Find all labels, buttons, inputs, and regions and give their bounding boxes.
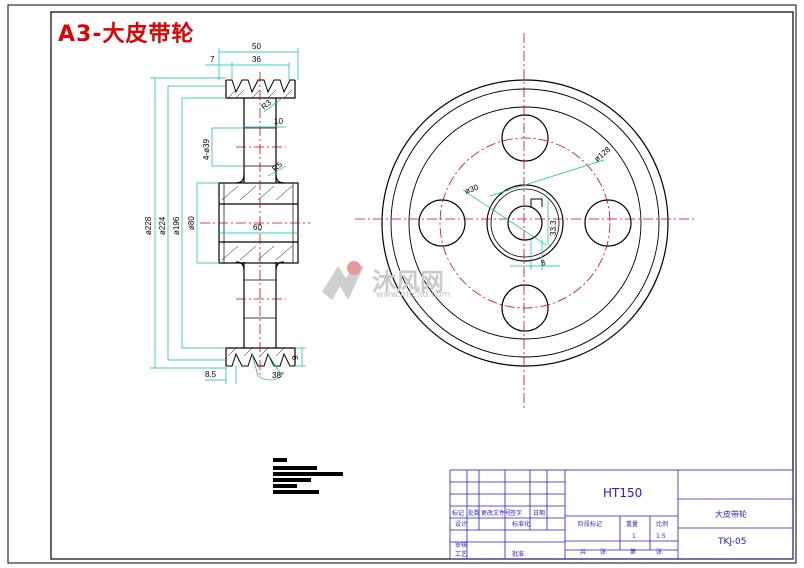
dim-angle: 38° — [272, 371, 284, 380]
section-hatching — [221, 89, 293, 357]
watermark-logo — [322, 261, 364, 300]
dim-36: 36 — [252, 55, 261, 64]
web-hole-left — [418, 199, 466, 247]
tb-process: 工艺 — [455, 551, 468, 558]
dim-dia224: ø224 — [158, 216, 167, 235]
material-label: HT150 — [603, 486, 643, 500]
dim-r5: R5 — [271, 160, 285, 174]
section-dimension-lines — [150, 48, 306, 384]
bore-circle — [507, 205, 543, 241]
tb-quantity: 1 — [632, 533, 636, 540]
tb-sheet-2: 张 — [656, 549, 663, 556]
dim-dia228: ø228 — [144, 216, 153, 235]
dim-9: 9 — [291, 355, 300, 360]
keyway — [530, 198, 543, 207]
web-hole-bottom — [501, 284, 549, 332]
redaction-bars — [273, 458, 343, 494]
watermark-text: 沐风网 — [372, 268, 444, 296]
hub-chamfer-circle — [490, 188, 560, 258]
title-block-lines — [449, 469, 794, 560]
dim-dia196: ø196 — [172, 216, 181, 235]
web-hole-top — [501, 114, 549, 162]
dim-60: 60 — [253, 223, 262, 232]
tb-total: 共 — [580, 549, 587, 556]
dim-10: 10 — [274, 117, 283, 126]
section-center-lines — [200, 72, 310, 376]
watermark-url: www.mfcad.com — [376, 290, 451, 300]
tb-scale: 1:5 — [656, 533, 666, 540]
tb-mark: 标记 — [452, 510, 465, 517]
tb-page: 第 — [630, 549, 637, 556]
dim-8-5: 8.5 — [205, 370, 217, 379]
web-hole-right — [584, 199, 632, 247]
tb-design: 设计 — [455, 521, 468, 528]
dim-key-width: 8 — [540, 258, 548, 268]
dim-7: 7 — [210, 55, 215, 64]
dim-r3: R3 — [260, 98, 274, 112]
tb-stage: 阶段标记 — [578, 521, 603, 528]
tb-zone: 更改文件号 — [481, 510, 512, 517]
tb-standardize: 标准化 — [512, 521, 531, 528]
tb-ratio: 比例 — [656, 521, 669, 528]
drawing-code: TKJ-05 — [718, 537, 747, 547]
tb-review: 审核 — [455, 542, 468, 549]
tb-sheet: 张 — [600, 549, 607, 556]
outer-rim-circle — [381, 79, 669, 367]
dim-holes: 4-ø39 — [202, 139, 211, 160]
front-center-lines — [355, 33, 697, 410]
outer-frame — [7, 4, 797, 564]
dim-dia80: ø80 — [187, 216, 196, 230]
tb-date: 日期 — [533, 510, 546, 517]
rim-inner-circle — [408, 106, 642, 340]
tb-signature: 签字 — [510, 510, 523, 517]
front-view — [381, 79, 669, 367]
tb-approve: 批准 — [512, 551, 525, 558]
dim-50: 50 — [252, 42, 261, 51]
tb-count: 处数 — [468, 510, 481, 517]
dim-key-height: 33.3 — [549, 220, 558, 236]
inner-frame — [50, 11, 794, 560]
part-name: 大皮带轮 — [715, 510, 747, 519]
dim-bore: ø30 — [464, 183, 481, 196]
front-dimension-lines — [462, 159, 605, 270]
dimension-texts: 50 36 7 10 60 8.5 38° 9 ø228 ø224 ø196 ø… — [144, 42, 613, 380]
drawing-title: A3-大皮带轮 — [58, 22, 195, 47]
rim-groove-circle — [390, 88, 660, 358]
tb-weight: 重量 — [626, 521, 639, 528]
